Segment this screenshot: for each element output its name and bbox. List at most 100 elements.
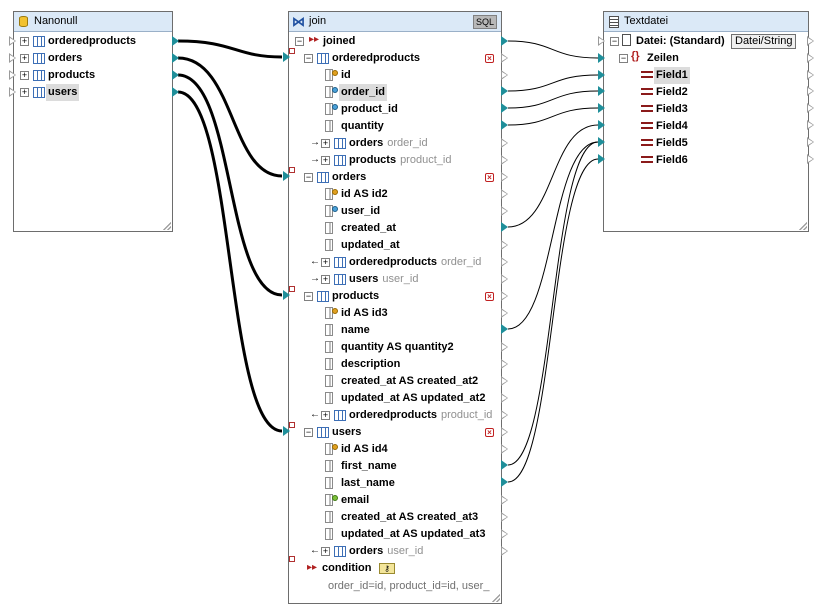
collapse-icon[interactable]: − xyxy=(304,427,313,437)
expand-icon[interactable]: + xyxy=(20,70,29,80)
output-port[interactable] xyxy=(807,137,814,147)
resize-grip[interactable] xyxy=(492,594,500,602)
textdatei-component[interactable]: Textdatei − Datei: (Standard) Datei/Stri… xyxy=(603,11,809,232)
output-port[interactable] xyxy=(501,36,508,46)
output-port[interactable] xyxy=(501,512,508,522)
input-port[interactable] xyxy=(598,86,605,96)
output-port[interactable] xyxy=(501,393,508,403)
output-port[interactable] xyxy=(501,53,508,63)
output-port[interactable] xyxy=(807,70,814,80)
input-port[interactable] xyxy=(598,36,605,46)
textdatei-header[interactable]: Textdatei xyxy=(604,12,808,32)
file-string-button[interactable]: Datei/String xyxy=(731,34,797,49)
input-port[interactable] xyxy=(283,52,290,62)
expand-icon[interactable]: + xyxy=(321,410,330,420)
output-port[interactable] xyxy=(501,172,508,182)
input-port[interactable] xyxy=(283,171,290,181)
expand-icon[interactable]: + xyxy=(321,155,330,165)
output-port[interactable] xyxy=(501,155,508,165)
collapse-icon[interactable]: − xyxy=(304,172,313,182)
collapse-icon[interactable]: − xyxy=(304,291,313,301)
output-port[interactable] xyxy=(501,138,508,148)
output-port[interactable] xyxy=(501,274,508,284)
output-port[interactable] xyxy=(501,359,508,369)
output-port[interactable] xyxy=(501,222,508,232)
output-port[interactable] xyxy=(501,308,508,318)
input-port[interactable] xyxy=(9,70,16,80)
nanonull-header[interactable]: Nanonull xyxy=(14,12,172,32)
output-port[interactable] xyxy=(172,53,179,63)
output-port[interactable] xyxy=(501,495,508,505)
output-port[interactable] xyxy=(501,529,508,539)
output-port[interactable] xyxy=(501,206,508,216)
output-port[interactable] xyxy=(172,87,179,97)
output-port[interactable] xyxy=(501,444,508,454)
input-port[interactable] xyxy=(9,53,16,63)
input-port[interactable] xyxy=(598,70,605,80)
resize-grip[interactable] xyxy=(163,222,171,230)
output-port[interactable] xyxy=(501,410,508,420)
output-port[interactable] xyxy=(807,36,814,46)
output-port[interactable] xyxy=(501,477,508,487)
input-port[interactable] xyxy=(598,120,605,130)
output-port[interactable] xyxy=(501,291,508,301)
output-port[interactable] xyxy=(807,103,814,113)
expand-icon[interactable]: + xyxy=(321,274,330,284)
input-port[interactable] xyxy=(283,426,290,436)
collapse-icon[interactable]: − xyxy=(295,36,304,46)
expand-icon[interactable]: + xyxy=(321,546,330,556)
collapse-icon[interactable]: − xyxy=(619,53,628,63)
join-component[interactable]: ⋈ join SQL − ▸▸ joined − orderedproducts… xyxy=(288,11,502,604)
remove-icon[interactable]: × xyxy=(485,428,494,437)
collapse-icon[interactable]: − xyxy=(304,53,313,63)
collapse-icon[interactable]: − xyxy=(610,36,619,46)
output-port[interactable] xyxy=(501,189,508,199)
output-port[interactable] xyxy=(501,324,508,334)
input-port[interactable] xyxy=(598,154,605,164)
input-port[interactable] xyxy=(289,167,295,173)
input-port[interactable] xyxy=(289,556,295,562)
expand-icon[interactable]: + xyxy=(321,138,330,148)
output-port[interactable] xyxy=(807,154,814,164)
output-port[interactable] xyxy=(501,120,508,130)
output-port[interactable] xyxy=(501,460,508,470)
expand-icon[interactable]: + xyxy=(20,36,29,46)
resize-grip[interactable] xyxy=(799,222,807,230)
output-port[interactable] xyxy=(501,427,508,437)
output-port[interactable] xyxy=(501,342,508,352)
output-port[interactable] xyxy=(807,53,814,63)
output-port[interactable] xyxy=(172,36,179,46)
sql-badge[interactable]: SQL xyxy=(472,15,497,29)
input-port[interactable] xyxy=(9,87,16,97)
input-port[interactable] xyxy=(283,290,290,300)
remove-icon[interactable]: × xyxy=(485,292,494,301)
output-port[interactable] xyxy=(501,86,508,96)
output-port[interactable] xyxy=(501,103,508,113)
output-port[interactable] xyxy=(172,70,179,80)
remove-icon[interactable]: × xyxy=(485,54,494,63)
output-port[interactable] xyxy=(501,70,508,80)
input-port[interactable] xyxy=(289,286,295,292)
input-port[interactable] xyxy=(598,53,605,63)
expand-icon[interactable]: + xyxy=(20,53,29,63)
nanonull-component[interactable]: Nanonull + orderedproducts + orders + pr… xyxy=(13,11,173,232)
output-port[interactable] xyxy=(807,120,814,130)
output-port[interactable] xyxy=(501,240,508,250)
expand-icon[interactable]: + xyxy=(321,257,330,267)
output-port[interactable] xyxy=(501,546,508,556)
output-port[interactable] xyxy=(807,86,814,96)
output-port[interactable] xyxy=(501,257,508,267)
condition-key-button[interactable]: ⚷ xyxy=(379,563,395,574)
input-port[interactable] xyxy=(289,48,295,54)
input-port[interactable] xyxy=(598,103,605,113)
input-port[interactable] xyxy=(598,137,605,147)
input-port[interactable] xyxy=(9,36,16,46)
output-port[interactable] xyxy=(501,376,508,386)
remove-icon[interactable]: × xyxy=(485,173,494,182)
